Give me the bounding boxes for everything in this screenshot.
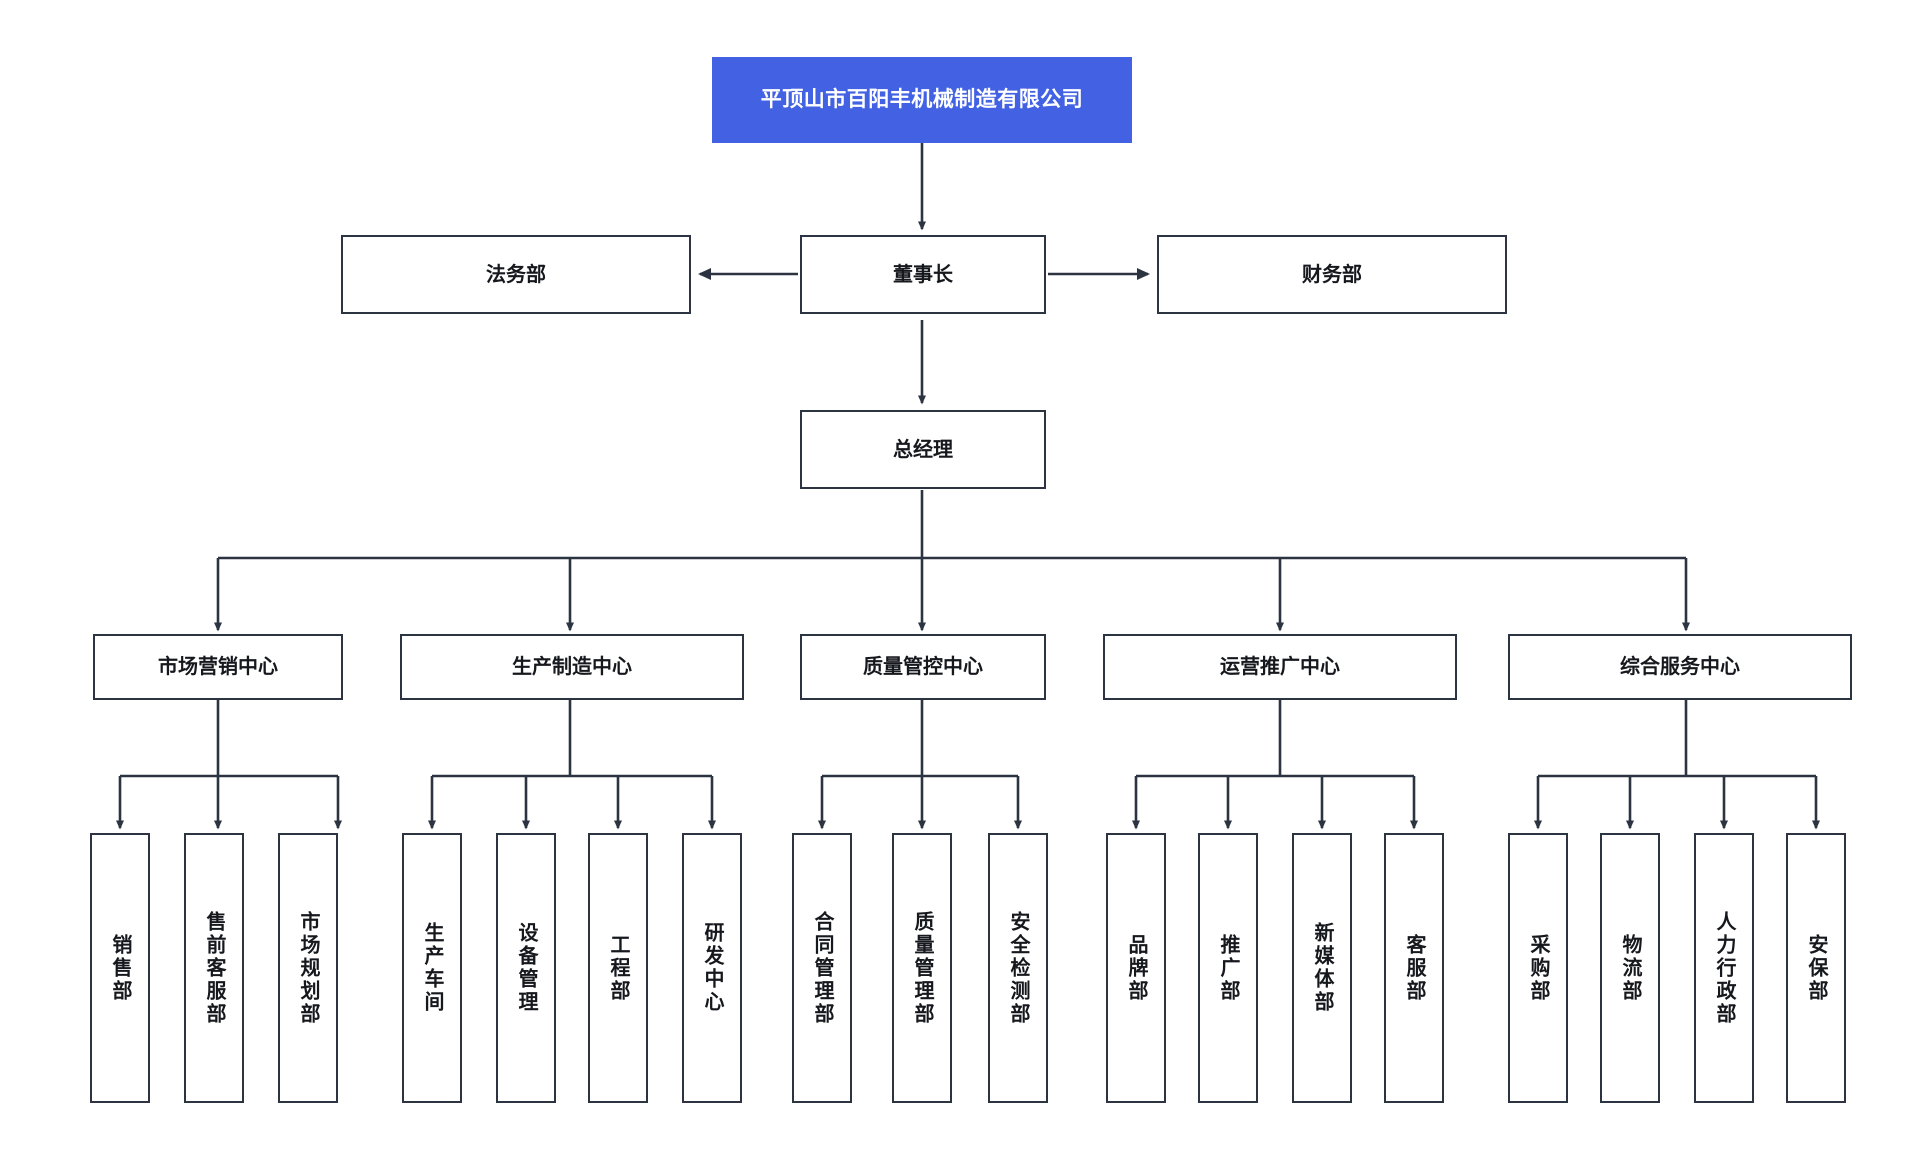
node-label: 设备管理 bbox=[515, 922, 537, 1014]
node-leaf-new-media[interactable]: 新媒体部 bbox=[1292, 833, 1352, 1103]
node-label: 市场规划部 bbox=[297, 910, 319, 1026]
node-label: 运营推广中心 bbox=[1220, 656, 1340, 678]
node-label: 质量管理部 bbox=[911, 910, 933, 1026]
node-leaf-promotion[interactable]: 推广部 bbox=[1198, 833, 1258, 1103]
node-label: 品牌部 bbox=[1125, 933, 1147, 1003]
node-label: 售前客服部 bbox=[203, 910, 225, 1026]
node-leaf-customer-service[interactable]: 客服部 bbox=[1384, 833, 1444, 1103]
node-center-operations[interactable]: 运营推广中心 bbox=[1103, 634, 1457, 700]
node-label: 法务部 bbox=[486, 263, 546, 286]
node-leaf-quality-management[interactable]: 质量管理部 bbox=[892, 833, 952, 1103]
node-leaf-market-planning[interactable]: 市场规划部 bbox=[278, 833, 338, 1103]
node-label: 人力行政部 bbox=[1713, 910, 1735, 1026]
node-label: 物流部 bbox=[1619, 933, 1641, 1003]
node-label: 董事长 bbox=[893, 263, 953, 286]
node-label: 推广部 bbox=[1217, 933, 1239, 1003]
node-label: 安全检测部 bbox=[1007, 910, 1029, 1026]
node-label: 采购部 bbox=[1527, 933, 1549, 1003]
node-center-general-services[interactable]: 综合服务中心 bbox=[1508, 634, 1852, 700]
node-label: 生产车间 bbox=[421, 922, 443, 1014]
node-label: 市场营销中心 bbox=[158, 656, 278, 678]
node-label: 安保部 bbox=[1805, 933, 1827, 1003]
node-leaf-security[interactable]: 安保部 bbox=[1786, 833, 1846, 1103]
node-label: 总经理 bbox=[893, 438, 953, 461]
node-leaf-logistics[interactable]: 物流部 bbox=[1600, 833, 1660, 1103]
node-finance-dept[interactable]: 财务部 bbox=[1157, 235, 1507, 314]
node-center-quality[interactable]: 质量管控中心 bbox=[800, 634, 1046, 700]
node-leaf-engineering[interactable]: 工程部 bbox=[588, 833, 648, 1103]
node-leaf-brand[interactable]: 品牌部 bbox=[1106, 833, 1166, 1103]
node-legal-dept[interactable]: 法务部 bbox=[341, 235, 691, 314]
node-leaf-sales[interactable]: 销售部 bbox=[90, 833, 150, 1103]
node-general-manager[interactable]: 总经理 bbox=[800, 410, 1046, 489]
node-label: 生产制造中心 bbox=[512, 656, 632, 678]
node-leaf-rnd-center[interactable]: 研发中心 bbox=[682, 833, 742, 1103]
node-label: 综合服务中心 bbox=[1620, 656, 1740, 678]
node-label: 研发中心 bbox=[701, 922, 723, 1014]
node-label: 质量管控中心 bbox=[863, 656, 983, 678]
node-leaf-production-workshop[interactable]: 生产车间 bbox=[402, 833, 462, 1103]
node-label: 工程部 bbox=[607, 933, 629, 1003]
node-leaf-procurement[interactable]: 采购部 bbox=[1508, 833, 1568, 1103]
node-chairman[interactable]: 董事长 bbox=[800, 235, 1046, 314]
node-label: 新媒体部 bbox=[1311, 922, 1333, 1014]
node-leaf-equipment-management[interactable]: 设备管理 bbox=[496, 833, 556, 1103]
node-label: 销售部 bbox=[109, 933, 131, 1003]
node-center-manufacturing[interactable]: 生产制造中心 bbox=[400, 634, 744, 700]
node-leaf-safety-inspection[interactable]: 安全检测部 bbox=[988, 833, 1048, 1103]
node-company-root[interactable]: 平顶山市百阳丰机械制造有限公司 bbox=[712, 57, 1132, 143]
node-leaf-hr-admin[interactable]: 人力行政部 bbox=[1694, 833, 1754, 1103]
node-leaf-contract-management[interactable]: 合同管理部 bbox=[792, 833, 852, 1103]
node-label: 合同管理部 bbox=[811, 910, 833, 1026]
node-label: 平顶山市百阳丰机械制造有限公司 bbox=[760, 88, 1084, 112]
node-label: 财务部 bbox=[1302, 263, 1362, 286]
node-center-marketing[interactable]: 市场营销中心 bbox=[93, 634, 343, 700]
node-label: 客服部 bbox=[1403, 933, 1425, 1003]
node-leaf-presales-service[interactable]: 售前客服部 bbox=[184, 833, 244, 1103]
